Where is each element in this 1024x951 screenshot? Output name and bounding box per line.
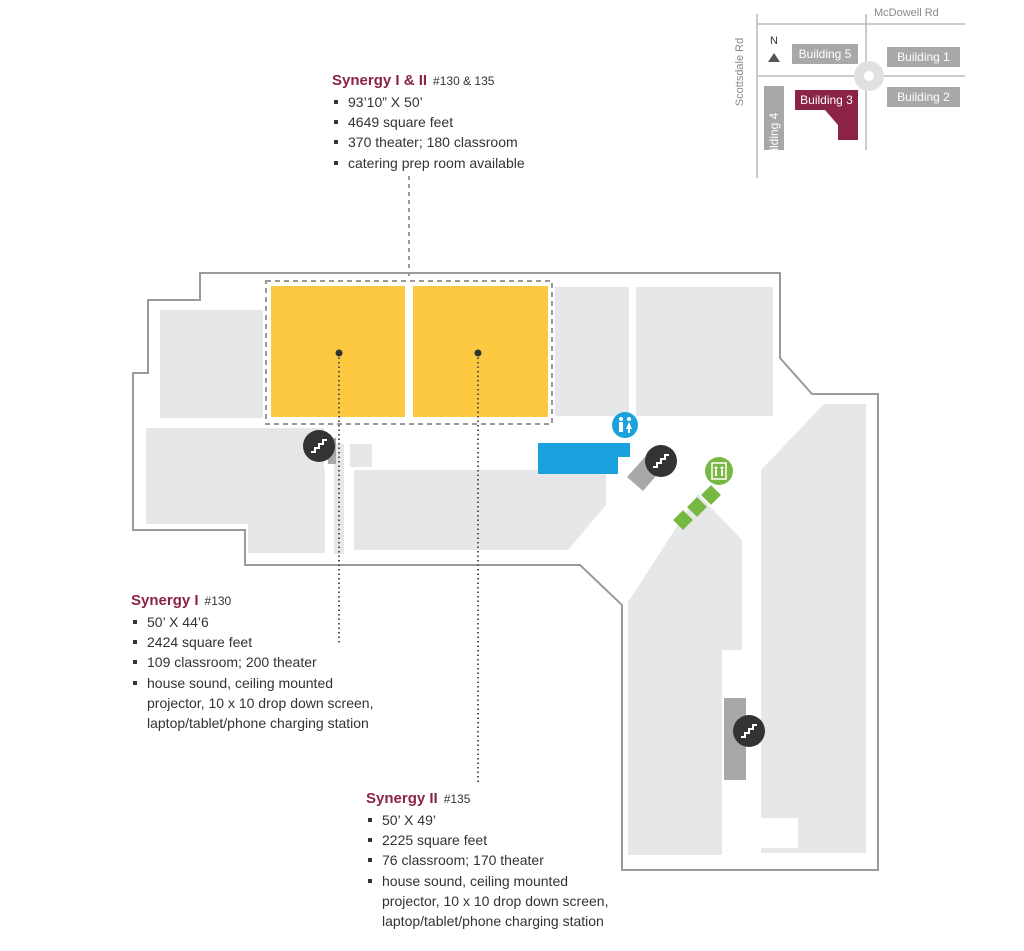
road-label-mcdowell: McDowell Rd	[874, 7, 939, 19]
spec-item: 2225 square feet	[366, 830, 608, 850]
room-block	[555, 287, 629, 416]
restroom-area	[538, 443, 630, 474]
stairs-icon	[645, 445, 677, 477]
synergy-1-marker	[335, 349, 343, 357]
spec-item: 370 theater; 180 classroom	[332, 132, 525, 152]
synergy-1-specs: 50’ X 44’6 2424 square feet 109 classroo…	[131, 612, 373, 733]
room-block	[350, 444, 372, 467]
stairs-icon	[733, 715, 765, 747]
building-3-label[interactable]: Building 3	[800, 93, 853, 107]
elevator-car	[673, 510, 693, 530]
synergy-1-title: Synergy I #130	[131, 592, 373, 609]
synergy-2-title: Synergy II #135	[366, 790, 608, 807]
road-label-scottsdale: Scottsdale Rd	[734, 37, 746, 107]
elevator-car	[701, 485, 721, 505]
synergy-combined-outline	[265, 280, 553, 425]
synergy-combined-specs: 93’10” X 50’ 4649 square feet 370 theate…	[332, 92, 525, 173]
room-block	[248, 470, 325, 553]
elevator-icon	[705, 457, 733, 485]
stairs-icon	[303, 430, 335, 462]
corridor-cell	[724, 654, 746, 674]
spec-item: 76 classroom; 170 theater	[366, 850, 608, 870]
floor-rooms	[146, 287, 866, 855]
spec-item-continued: laptop/tablet/phone charging station	[382, 913, 604, 930]
spec-item: 2424 square feet	[131, 632, 373, 652]
room-block	[160, 310, 263, 418]
synergy-1-name: Synergy I	[131, 592, 199, 609]
building-1-label[interactable]: Building 1	[887, 47, 960, 67]
spec-item: 50’ X 49’	[366, 810, 608, 830]
spec-item: house sound, ceiling mounted	[366, 871, 608, 891]
corridor-cell	[736, 798, 746, 811]
elevator-car	[687, 497, 707, 517]
synergy-1-number: #130	[204, 594, 232, 608]
spec-item: 50’ X 44’6	[131, 612, 373, 632]
room-block	[334, 444, 344, 554]
building-4-label[interactable]: Building 4	[764, 86, 784, 165]
room-block	[761, 404, 866, 853]
spec-item-continued: projector, 10 x 10 drop down screen,	[382, 892, 609, 909]
synergy-combined-title: Synergy I & II #130 & 135	[332, 72, 525, 89]
elevators	[673, 485, 721, 530]
building-5-label[interactable]: Building 5	[792, 44, 858, 64]
synergy-combined-name: Synergy I & II	[332, 72, 428, 89]
synergy-combined-callout: Synergy I & II #130 & 135 93’10” X 50’ 46…	[332, 72, 525, 173]
synergy-1-callout: Synergy I #130 50’ X 44’6 2424 square fee…	[131, 592, 373, 733]
building-4-text: Building 4	[767, 112, 781, 166]
building-3-footprint	[795, 90, 858, 140]
synergy-2-callout: Synergy II #135 50’ X 49’ 2225 square fee…	[366, 790, 608, 931]
room-block	[628, 494, 742, 855]
spec-item: house sound, ceiling mounted	[131, 673, 373, 693]
spec-item: catering prep room available	[332, 153, 525, 173]
corridor-cell	[752, 818, 798, 848]
synergy-combined-number: #130 & 135	[433, 74, 495, 88]
room-block	[354, 470, 606, 550]
synergy-2-marker	[474, 349, 482, 357]
roundabout-center	[864, 71, 874, 81]
north-label: N	[770, 35, 778, 47]
north-arrow-icon	[768, 53, 780, 62]
synergy-2-number: #135	[443, 792, 471, 806]
building-2-label[interactable]: Building 2	[887, 87, 960, 107]
restroom-icon	[612, 412, 638, 438]
synergy-2-name: Synergy II	[366, 790, 438, 807]
spec-item: 4649 square feet	[332, 112, 525, 132]
spec-item: 109 classroom; 200 theater	[131, 652, 373, 672]
spec-item-continued: projector, 10 x 10 drop down screen,	[147, 694, 374, 711]
spec-item: 93’10” X 50’	[332, 92, 525, 112]
synergy-2-specs: 50’ X 49’ 2225 square feet 76 classroom;…	[366, 810, 608, 931]
spec-item-continued: laptop/tablet/phone charging station	[147, 715, 369, 732]
room-block	[636, 287, 773, 416]
